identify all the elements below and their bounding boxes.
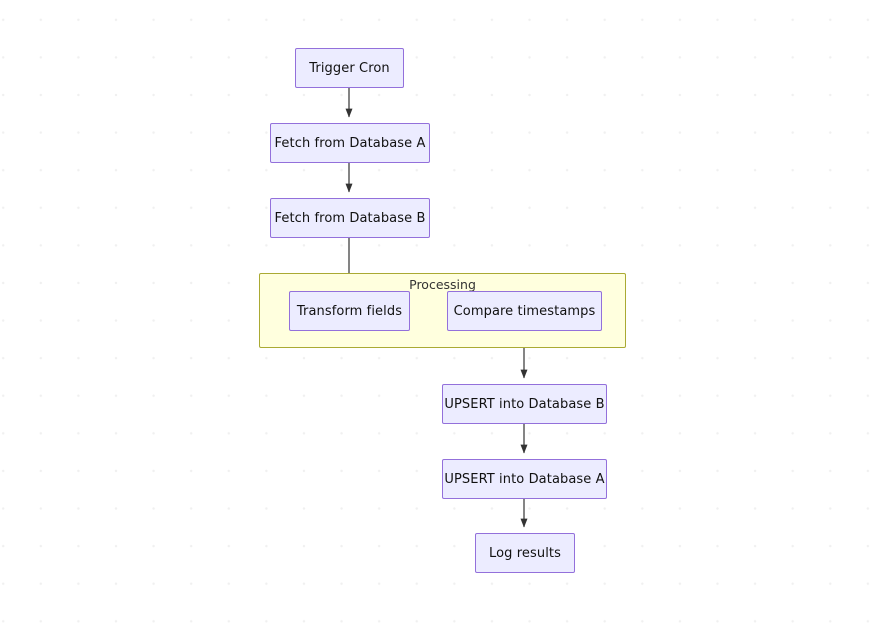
node-upsert-into-database-a[interactable]: UPSERT into Database A: [442, 459, 607, 499]
cluster-label-processing: Processing: [409, 277, 476, 292]
node-trigger-cron[interactable]: Trigger Cron: [295, 48, 404, 88]
node-log-results[interactable]: Log results: [475, 533, 575, 573]
node-transform-fields[interactable]: Transform fields: [289, 291, 410, 331]
node-fetch-from-database-b[interactable]: Fetch from Database B: [270, 198, 430, 238]
node-upsert-into-database-b[interactable]: UPSERT into Database B: [442, 384, 607, 424]
node-fetch-from-database-a[interactable]: Fetch from Database A: [270, 123, 430, 163]
node-compare-timestamps[interactable]: Compare timestamps: [447, 291, 602, 331]
